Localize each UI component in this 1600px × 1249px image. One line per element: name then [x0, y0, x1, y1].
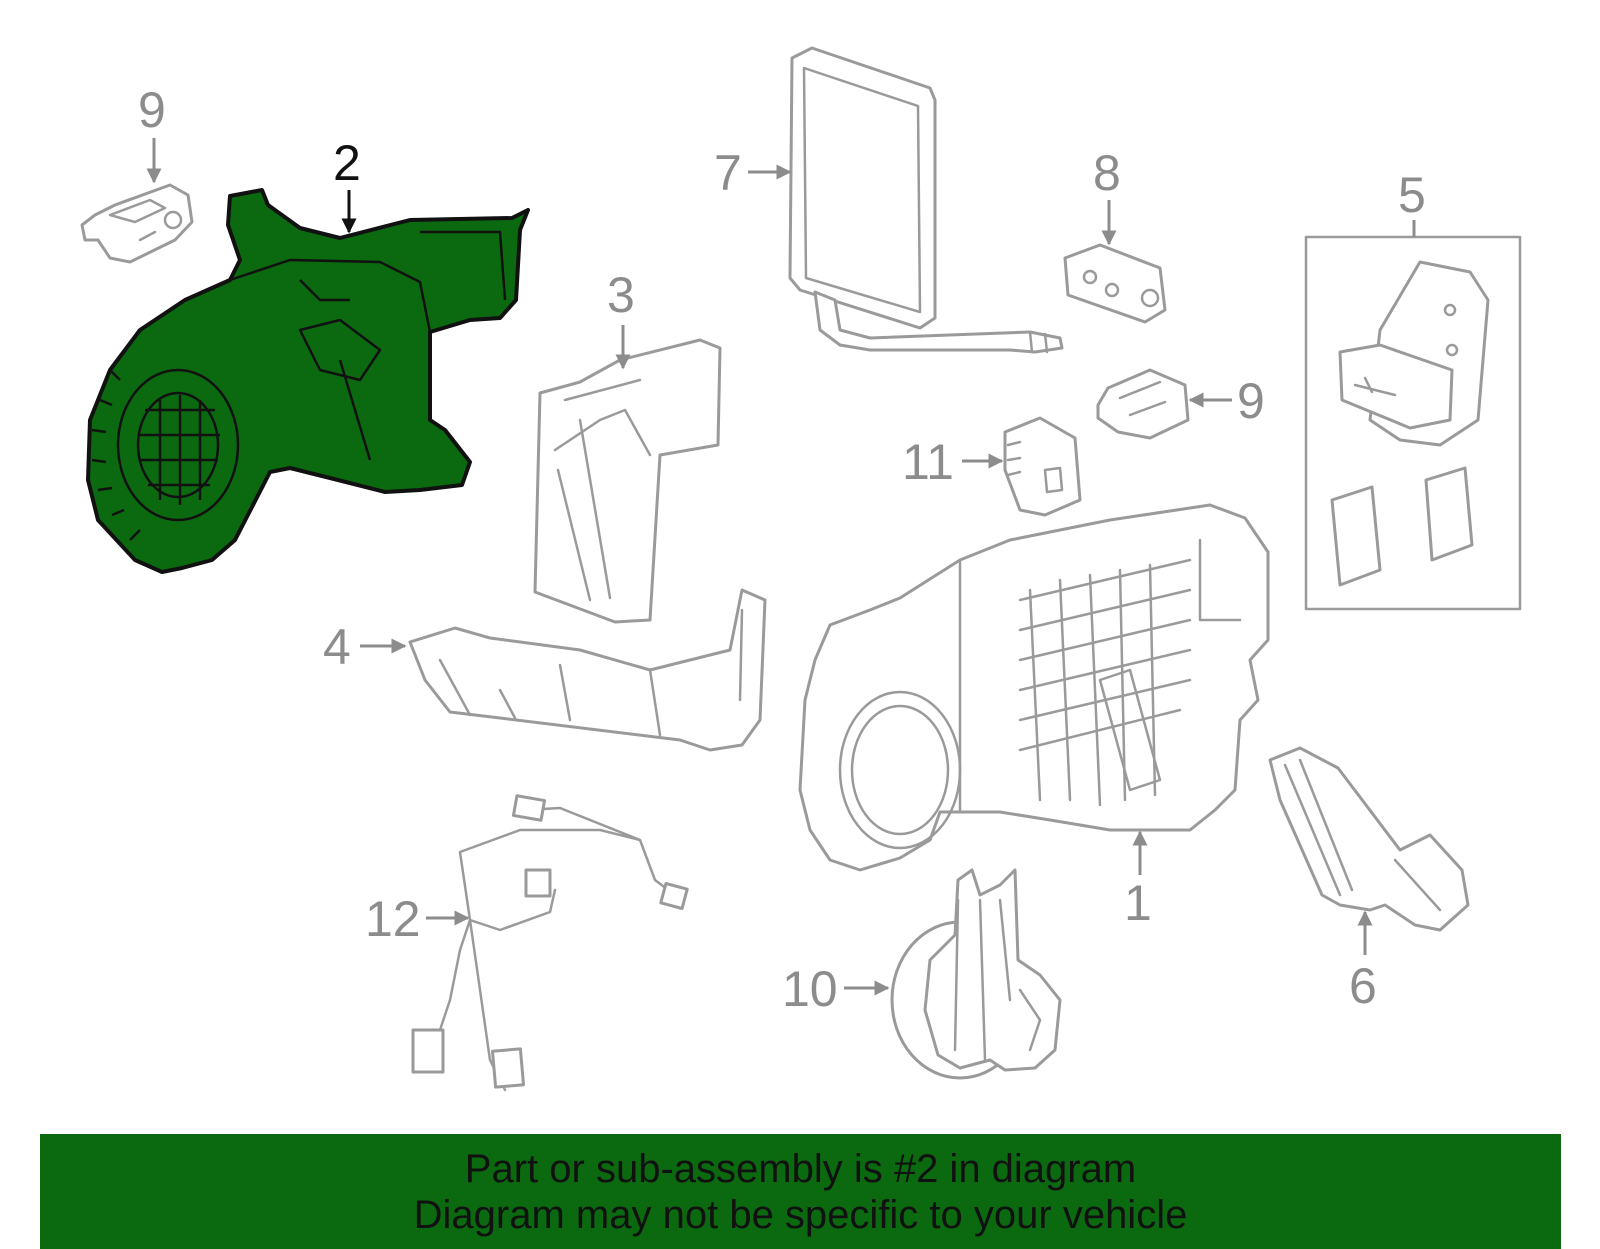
callout-3: 3 [607, 267, 635, 323]
part-5-module-kit[interactable] [1304, 235, 1522, 611]
banner-line-1: Part or sub-assembly is #2 in diagram [464, 1147, 1137, 1191]
callout-7: 7 [714, 145, 742, 201]
callout-6: 6 [1349, 958, 1377, 1014]
info-banner: Part or sub-assembly is #2 in diagram Di… [40, 1134, 1561, 1249]
part-2-blower-case-highlighted[interactable] [86, 188, 530, 574]
part-9-sensor-left[interactable] [80, 183, 194, 264]
callout-12: 12 [365, 891, 421, 947]
part-11-actuator[interactable] [1003, 416, 1082, 517]
part-1-hvac-case[interactable] [798, 503, 1270, 872]
banner-line-2: Diagram may not be specific to your vehi… [413, 1193, 1188, 1237]
part-4-lower-duct[interactable] [408, 588, 767, 752]
part-3-duct[interactable] [533, 338, 722, 624]
part-12-wiring-harness[interactable] [411, 794, 689, 1092]
callout-8: 8 [1093, 145, 1121, 201]
callout-9-top: 9 [138, 82, 166, 138]
part-7-heater-core[interactable] [788, 46, 1064, 354]
callout-4: 4 [323, 619, 351, 675]
part-8-valve-block[interactable] [1063, 243, 1167, 324]
part-9-sensor-right[interactable] [1096, 368, 1190, 440]
part-10-blower-motor[interactable] [890, 868, 1062, 1080]
callout-10: 10 [782, 961, 838, 1017]
callout-2: 2 [333, 135, 361, 191]
callout-1: 1 [1124, 875, 1152, 931]
callout-9-right: 9 [1237, 373, 1265, 429]
part-6-control-module[interactable] [1268, 746, 1470, 932]
callout-11: 11 [902, 434, 954, 490]
callout-5: 5 [1398, 167, 1426, 223]
